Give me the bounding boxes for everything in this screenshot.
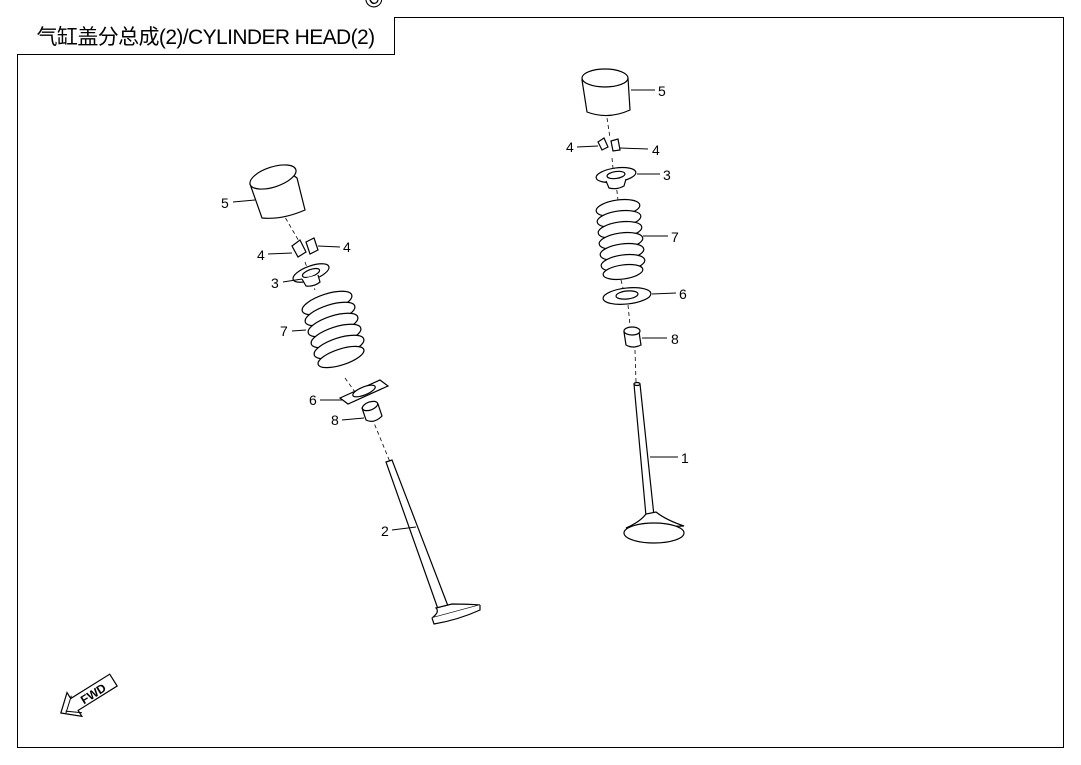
- left-label-3: 3: [271, 275, 279, 291]
- left-label-7: 7: [280, 323, 288, 339]
- right-label-4a: 4: [566, 139, 574, 155]
- right-spring[interactable]: [595, 197, 646, 282]
- right-spring-seat[interactable]: [602, 286, 652, 307]
- right-axis-line: [606, 117, 637, 383]
- right-label-1: 1: [681, 450, 689, 466]
- right-tappet[interactable]: [581, 68, 631, 117]
- left-label-4b: 4: [343, 239, 351, 255]
- left-label-4a: 4: [257, 247, 265, 263]
- right-label-8: 8: [671, 331, 679, 347]
- left-spring-seat[interactable]: [338, 379, 390, 405]
- left-label-6: 6: [309, 392, 317, 408]
- left-label-2: 2: [381, 523, 389, 539]
- right-label-6: 6: [679, 286, 687, 302]
- drawing-frame: [17, 17, 1064, 748]
- left-spring[interactable]: [299, 286, 366, 372]
- title-box: 气缸盖分总成(2)/CYLINDER HEAD(2): [17, 17, 395, 55]
- right-valve[interactable]: [623, 381, 685, 544]
- right-cotters[interactable]: [597, 137, 621, 152]
- right-valve-seal[interactable]: [623, 326, 642, 348]
- right-label-3: 3: [663, 167, 671, 183]
- right-label-5: 5: [658, 83, 666, 99]
- left-label-8: 8: [331, 412, 339, 428]
- diagram-title: 气缸盖分总成(2)/CYLINDER HEAD(2): [36, 25, 376, 49]
- right-assembly: 5 4 4 3 7 6 8 1: [566, 68, 689, 544]
- left-valve[interactable]: [385, 459, 481, 625]
- right-retainer[interactable]: [595, 165, 637, 190]
- left-retainer[interactable]: [291, 260, 331, 287]
- left-assembly: 5 4 4 3 7 6 8 2: [221, 160, 481, 625]
- left-tappet[interactable]: [247, 160, 306, 219]
- fwd-arrow: FWD: [60, 673, 118, 718]
- left-cotters[interactable]: [291, 237, 319, 258]
- left-label-5: 5: [221, 195, 229, 211]
- left-valve-seal[interactable]: [361, 400, 383, 422]
- right-label-7: 7: [671, 229, 679, 245]
- right-label-4b: 4: [652, 142, 660, 158]
